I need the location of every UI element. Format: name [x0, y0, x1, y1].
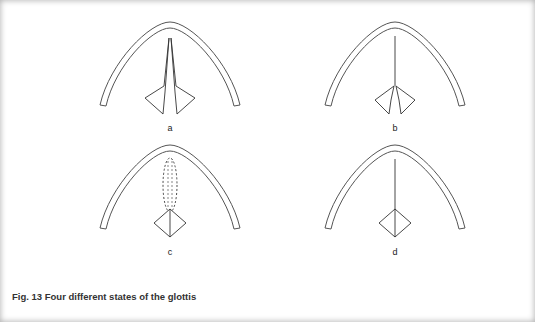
figure-letter: a	[167, 124, 172, 133]
glottis-whisper	[325, 22, 465, 114]
figure-letter: b	[392, 124, 397, 133]
figure-letter: c	[168, 248, 173, 257]
glottis-open	[100, 22, 240, 114]
glottis-closed	[325, 145, 465, 237]
figure-caption: Fig. 13 Four different states of the glo…	[12, 292, 196, 302]
glottis-voice	[100, 145, 240, 237]
figure-letter: d	[392, 248, 397, 257]
